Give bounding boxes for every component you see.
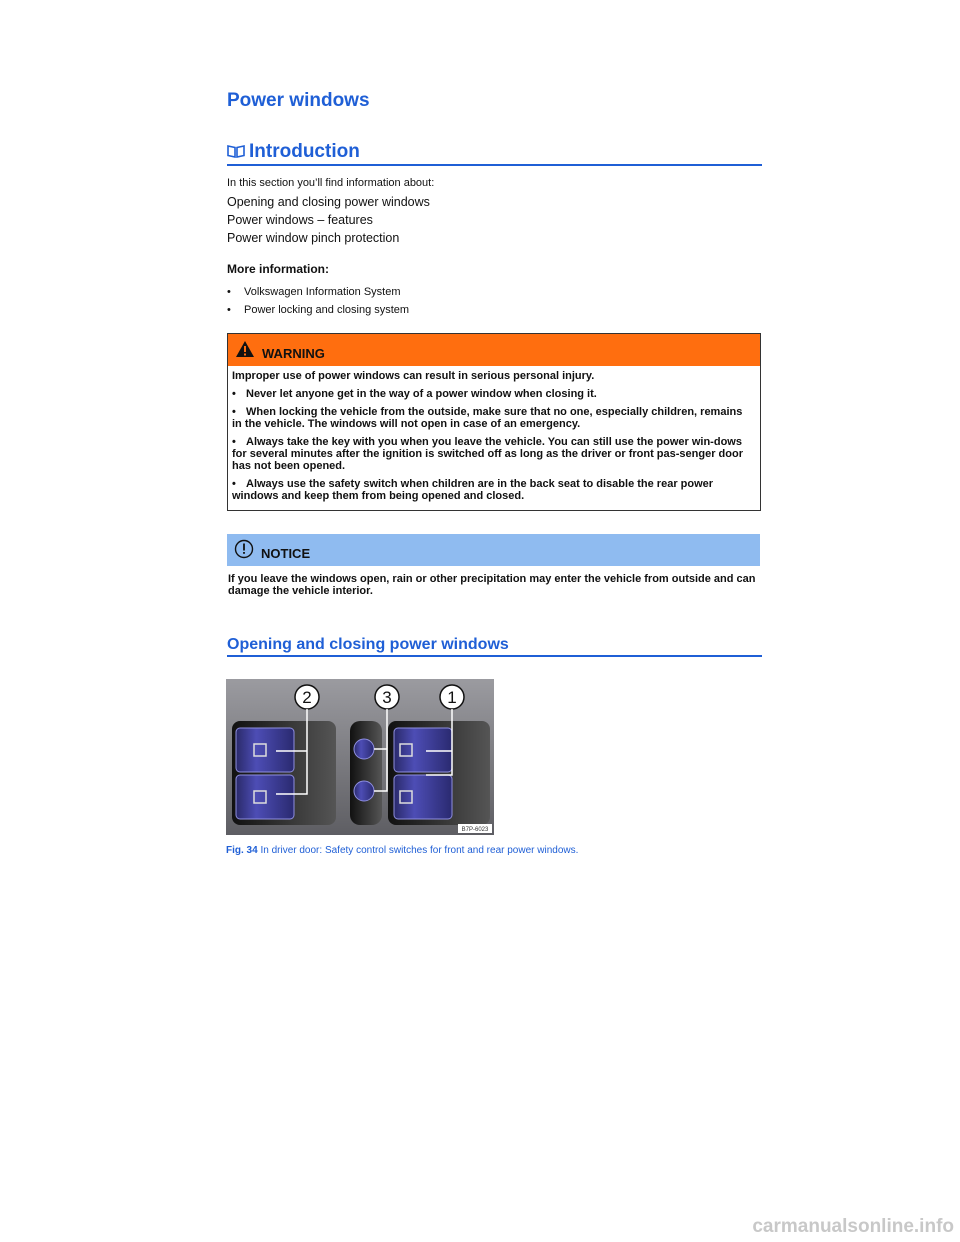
more-info-label: More information: xyxy=(227,262,329,276)
caption-text: In driver door: Safety control switches … xyxy=(257,845,579,856)
intro-link[interactable]: Power window pinch protection xyxy=(227,231,400,245)
exclamation-circle-icon xyxy=(234,539,254,559)
notice-title: NOTICE xyxy=(261,546,311,561)
notice-text: If you leave the windows open, rain or o… xyxy=(228,573,756,597)
warning-item: •Always take the key with you when you l… xyxy=(232,436,743,472)
intro-text: In this section you’ll find information … xyxy=(227,177,435,189)
list-item: •Power locking and closing system xyxy=(227,304,410,316)
more-info-link[interactable]: Volkswagen Information System xyxy=(244,286,401,298)
page-title: Power windows xyxy=(227,90,370,111)
book-icon xyxy=(227,143,245,165)
warning-item-text: Always use the safety switch when childr… xyxy=(232,478,714,502)
warning-triangle-icon xyxy=(236,341,254,357)
figure-code: B7P-6023 xyxy=(462,827,489,833)
section-heading: Opening and closing power windows xyxy=(227,636,762,657)
warning-header: WARNING xyxy=(228,334,760,366)
warning-title: WARNING xyxy=(262,346,325,361)
figure-label: 2 xyxy=(302,688,311,707)
warning-lead: Improper use of power windows can result… xyxy=(232,370,595,382)
more-info-list: •Volkswagen Information System •Power lo… xyxy=(227,283,409,319)
caption-label: Fig. 34 xyxy=(226,845,258,856)
warning-item: •Never let anyone get in the way of a po… xyxy=(232,388,597,400)
list-item: •Volkswagen Information System xyxy=(227,286,401,298)
figure-caption: Fig. 34 In driver door: Safety control s… xyxy=(226,845,578,856)
warning-item-text: Never let anyone get in the way of a pow… xyxy=(246,388,597,400)
warning-item: •When locking the vehicle from the outsi… xyxy=(232,406,743,430)
intro-link[interactable]: Opening and closing power windows xyxy=(227,195,430,209)
intro-heading: Introduction xyxy=(227,141,762,166)
notice-header: NOTICE xyxy=(227,534,760,566)
figure-label: 3 xyxy=(382,688,391,707)
figure-window-switches: 2 3 1 B7P-6023 xyxy=(226,679,494,835)
warning-item-text: When locking the vehicle from the outsid… xyxy=(232,406,743,430)
intro-link[interactable]: Power windows – features xyxy=(227,213,373,227)
intro-heading-text: Introduction xyxy=(249,141,360,162)
warning-box: WARNING Improper use of power windows ca… xyxy=(227,333,761,511)
more-info-link[interactable]: Power locking and closing system xyxy=(244,304,410,316)
figure-label: 1 xyxy=(447,688,456,707)
warning-body: Improper use of power windows can result… xyxy=(228,366,760,502)
watermark: carmanualsonline.info xyxy=(752,1216,954,1237)
warning-item: •Always use the safety switch when child… xyxy=(232,478,714,502)
warning-item-text: Always take the key with you when you le… xyxy=(232,436,743,472)
intro-links: Opening and closing power windows Power … xyxy=(227,193,430,247)
